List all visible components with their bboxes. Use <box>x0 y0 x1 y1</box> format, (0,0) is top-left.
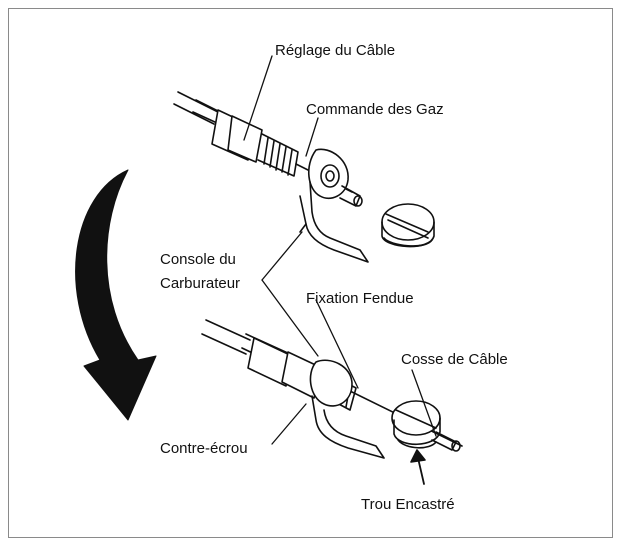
label-carb-bracket-line2: Carburateur <box>160 275 241 292</box>
rotation-arrow-icon <box>75 169 157 421</box>
label-cable-adjuster: Réglage du Câble <box>275 42 396 59</box>
label-locknut: Contre-écrou <box>160 440 248 457</box>
label-recessed-hole: Trou Encastré <box>361 496 455 513</box>
leader-lines <box>243 55 437 445</box>
label-throttle-lever: Commande des Gaz <box>306 101 444 118</box>
bottom-assembly <box>201 319 463 459</box>
bottom-slotted-fitting <box>391 400 441 449</box>
label-cable-end: Cosse de Câble <box>401 351 508 368</box>
label-slotted-fitting: Fixation Fendue <box>306 290 414 307</box>
diagram-frame <box>8 8 613 538</box>
top-slotted-fitting <box>381 203 435 248</box>
label-carb-bracket-line1: Console du <box>160 251 236 268</box>
recessed-hole-arrow-icon <box>410 449 426 485</box>
adjuster-thread <box>257 133 299 177</box>
